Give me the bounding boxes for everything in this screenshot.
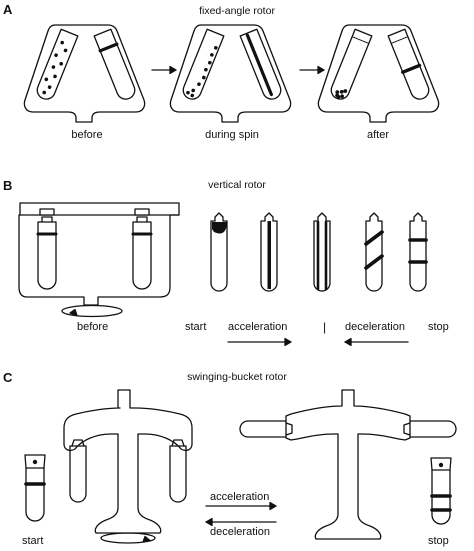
- label-stop-b: stop: [428, 321, 449, 333]
- rotor-tube-right: [131, 208, 153, 290]
- vertical-tube-stage-1: [210, 212, 228, 292]
- label-acceleration-c: acceleration: [210, 491, 270, 503]
- label-deceleration-c: deceleration: [210, 526, 270, 538]
- vertical-tube-stage-4: [364, 212, 384, 292]
- tube-right-after: [387, 28, 430, 100]
- panel-letter-c: C: [3, 370, 13, 385]
- deceleration-arrow-b: [344, 337, 409, 347]
- label-separator-b: |: [323, 320, 327, 334]
- label-deceleration-b: deceleration: [345, 321, 405, 333]
- rotor-label-before: before: [77, 321, 109, 333]
- label-start-c: start: [22, 535, 44, 547]
- panel-a-drawing: [23, 24, 440, 123]
- tube-right-during: [239, 28, 282, 100]
- stage-label-after: after: [366, 129, 389, 141]
- swinging-bucket-rotor-spinning: [239, 389, 457, 540]
- panel-c-drawing: [24, 389, 457, 544]
- bucket-tube-start: [24, 454, 46, 522]
- tube-left-during: [182, 28, 225, 100]
- swinging-bucket-rotor-rest: [63, 389, 193, 544]
- vertical-tube-stage-2: [260, 212, 278, 292]
- rotor-tube-left: [36, 208, 58, 290]
- label-acceleration-b: acceleration: [228, 321, 288, 333]
- label-stop-c: stop: [428, 535, 449, 547]
- panel-b-title: vertical rotor: [208, 179, 266, 191]
- stage-label-during-spin: during spin: [205, 129, 259, 141]
- panel-letter-a: A: [3, 2, 13, 17]
- tube-right-before: [93, 28, 136, 100]
- arrow-a1: [151, 65, 177, 75]
- vertical-tube-stage-5: [408, 212, 428, 292]
- panel-c-title: swinging-bucket rotor: [187, 371, 287, 383]
- acceleration-arrow-b: [227, 337, 292, 347]
- arrow-a2: [299, 65, 325, 75]
- vertical-rotor: [18, 202, 180, 318]
- vertical-tube-stage-3: [313, 212, 331, 292]
- tube-left-before: [36, 28, 79, 100]
- panel-letter-b: B: [3, 178, 13, 193]
- particles: [42, 40, 68, 95]
- tube-left-after: [330, 28, 373, 100]
- deceleration-arrow-c: [205, 517, 277, 527]
- fixed-angle-rotor-after: [317, 24, 440, 123]
- stage-label-before: before: [71, 129, 103, 141]
- fixed-angle-rotor-during: [169, 24, 292, 123]
- fixed-angle-rotor-before: [23, 24, 146, 123]
- acceleration-arrow-c: [205, 501, 277, 511]
- bucket-tube-stop: [430, 457, 452, 525]
- rotation-arrow-b: [61, 304, 123, 318]
- label-start-b: start: [185, 321, 207, 333]
- panel-a-title: fixed-angle rotor: [199, 5, 275, 17]
- panel-b-drawing: [18, 202, 428, 347]
